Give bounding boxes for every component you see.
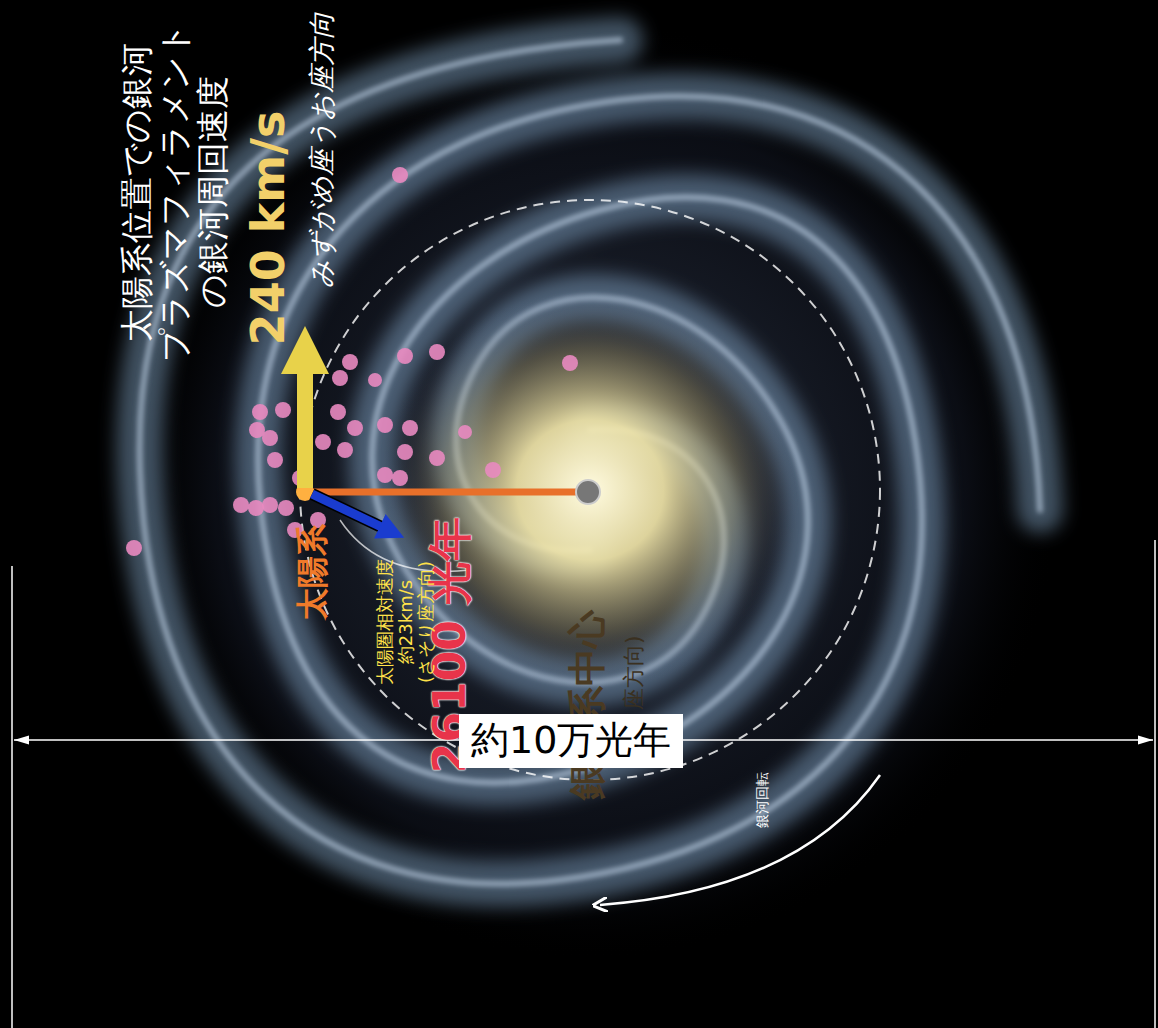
center-label: 銀河系中心 <box>566 610 610 800</box>
sun-label: 太陽系 <box>294 524 331 620</box>
dimension-text: 約10万光年 <box>471 718 671 764</box>
direction-note: みずがめ座うお座方向 <box>306 12 337 288</box>
rotation-label: 銀河回転 <box>754 772 770 828</box>
speed-value: 240 km/s <box>242 111 295 346</box>
dimension-box: 約10万光年 <box>459 714 683 768</box>
relative-speed-note: 太陽圏相対速度 約23km/s (さそり座方向) <box>375 537 437 707</box>
title-note: 太陽系位置での銀河 プラズマフィラメント の銀河周回速度 <box>118 2 232 382</box>
